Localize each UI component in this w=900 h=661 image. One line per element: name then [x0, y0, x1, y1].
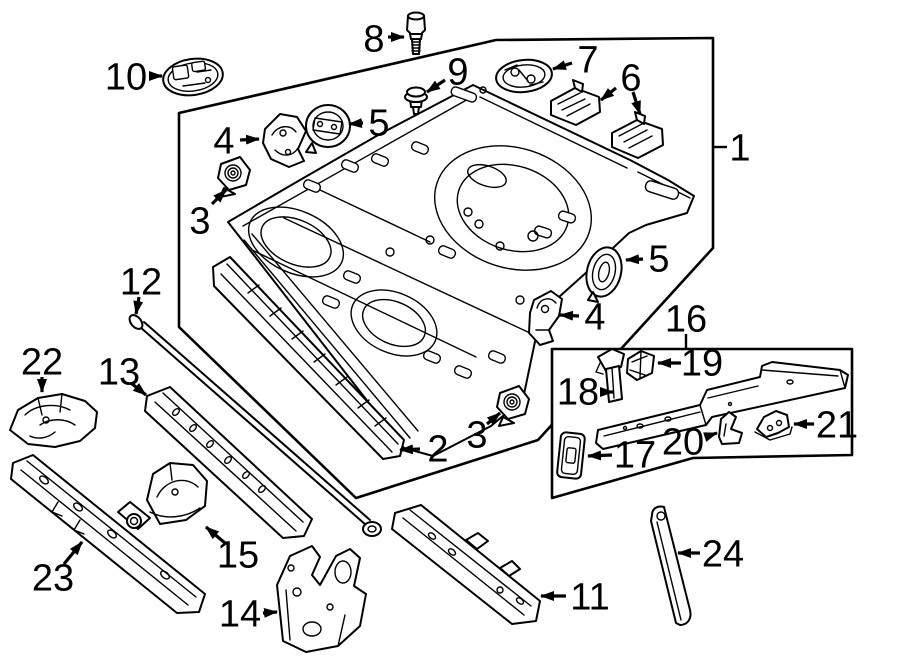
- callout-2-label: 2: [427, 429, 448, 471]
- part-13-holes: [171, 407, 267, 494]
- callout-7-leader: [552, 60, 573, 71]
- callout-14-label: 14: [219, 594, 261, 636]
- callout-9-leader: [426, 78, 446, 94]
- callout-23-leader: [62, 540, 84, 566]
- callout-12-label: 12: [120, 262, 162, 304]
- callout-2-leader: [399, 444, 421, 455]
- callout-3-left-label: 3: [189, 201, 210, 243]
- callout-4-left-leader: [239, 134, 260, 145]
- callout-5-left-label: 5: [368, 103, 389, 145]
- spare-tire-well-inner: [456, 163, 570, 253]
- callout-3-right-label: 3: [466, 415, 487, 457]
- callout-20-leader: [703, 431, 718, 442]
- callout-6-leader-2: [631, 91, 642, 115]
- callout-22-label: 22: [21, 342, 63, 384]
- bottom-well-outer: [350, 289, 438, 357]
- callout-15-leader: [204, 525, 227, 545]
- part-2-crossmember-drawing: [212, 256, 405, 460]
- callout-4-right-label: 4: [584, 297, 605, 339]
- callout-11-label: 11: [570, 577, 609, 619]
- part-11-sill-drawing: [391, 504, 541, 625]
- floor-pan-stamped-holes: [302, 86, 680, 379]
- part-10-oval-plate-drawing: [162, 57, 224, 97]
- callout-4-right-leader: [559, 310, 580, 321]
- callout-21-label: 21: [816, 405, 858, 447]
- callout-5-left-leader: [348, 118, 364, 129]
- callout-6-label: 6: [620, 58, 641, 100]
- callout-24-label: 24: [702, 534, 744, 576]
- part-24-strip-drawing: [650, 505, 692, 626]
- part-3-right-mount-drawing: [496, 385, 530, 427]
- part-4-left-bracket-drawing: [262, 113, 307, 168]
- spare-tire-well-center-slot: [467, 163, 507, 189]
- callout-3-right-leader: [485, 411, 502, 426]
- part-8-bolt-drawing: [406, 11, 426, 55]
- floor-pan-small-holes: [385, 86, 539, 305]
- inset-box-16: [550, 347, 854, 500]
- part-16-rail-drawing: [595, 361, 849, 450]
- callout-13-label: 13: [98, 352, 140, 394]
- part-15-bracket-drawing: [146, 462, 208, 525]
- callout-19-label: 19: [681, 343, 723, 385]
- part-12-rod-drawing: [128, 314, 382, 537]
- part-20-bracket-drawing: [718, 411, 743, 445]
- part-13-reinforcement-drawing: [144, 386, 313, 539]
- callout-9-label: 9: [447, 52, 468, 94]
- callout-5-right-label: 5: [648, 239, 669, 281]
- bottom-well-inner: [361, 298, 427, 348]
- part-4-right-bracket-drawing: [528, 290, 563, 346]
- part-7-oval-retainer-drawing: [495, 58, 553, 94]
- part-19-bracket-drawing: [626, 350, 655, 381]
- callout-13-leader: [130, 381, 147, 397]
- callout-7-label: 7: [577, 40, 598, 82]
- part-14-bracket-drawing: [276, 545, 367, 653]
- callout-17-leader: [587, 450, 613, 461]
- callout-17-label: 17: [614, 435, 656, 477]
- part-22-bracket-drawing: [9, 393, 98, 448]
- callout-14-leader: [262, 607, 278, 618]
- left-well-inner: [260, 216, 332, 268]
- callout-16-label: 16: [665, 299, 707, 341]
- part-23-rail-drawing: [10, 454, 206, 614]
- callout-18-label: 18: [557, 372, 599, 414]
- callout-3-left-leader: [210, 188, 228, 206]
- callout-12-leader: [133, 296, 144, 315]
- floor-pan-long-ribs: [251, 189, 531, 358]
- callout-1-label: 1: [729, 128, 750, 170]
- callout-6-leader: [600, 86, 617, 102]
- callout-10-label: 10: [105, 57, 147, 99]
- part-5-left-grommet-drawing: [305, 104, 351, 154]
- part-9-fastener-drawing: [404, 86, 428, 115]
- part-21-bracket-drawing: [754, 410, 793, 441]
- part-5-right-bracket-drawing: [585, 246, 623, 303]
- spare-tire-well-outer: [433, 145, 593, 271]
- callout-4-left-label: 4: [213, 121, 234, 163]
- crossmember-slots: [247, 284, 387, 427]
- part-6-wedge-brackets-drawing: [550, 79, 664, 159]
- callout-15-label: 15: [217, 535, 259, 577]
- part-17-plate-drawing: [556, 431, 586, 480]
- callout-20-label: 20: [662, 422, 704, 464]
- callout-23-label: 23: [32, 558, 74, 600]
- left-well-outer: [247, 206, 345, 278]
- callout-8-label: 8: [363, 19, 384, 61]
- callout-5-right-leader: [625, 254, 644, 265]
